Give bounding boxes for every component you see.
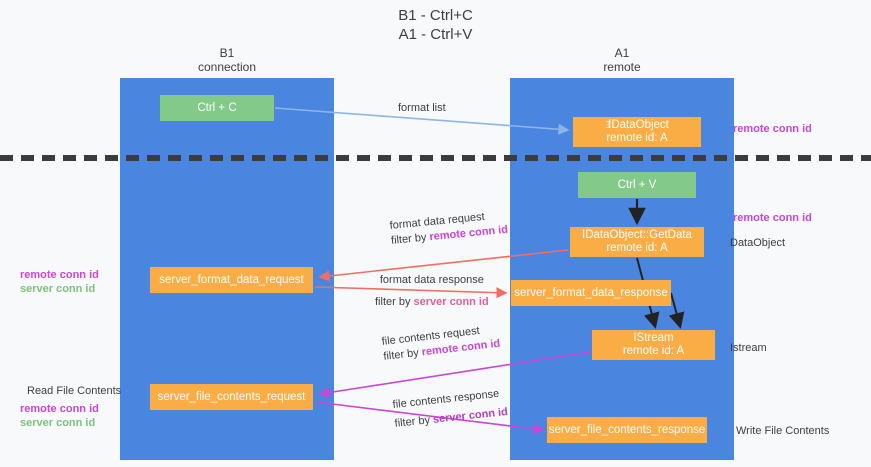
note-left-remote-conn-id-2: remote conn id [20,403,99,415]
node-istream[interactable]: IStream remote id: A [592,330,715,360]
edge-label-format-list: format list [398,101,446,116]
note-left-conn-ids-2: remote conn id server conn id [20,402,99,430]
note-left-server-conn-id: server conn id [20,283,96,295]
note-right-write-file-contents: Write File Contents [736,425,830,437]
title-line-2: A1 - Ctrl+V [398,26,473,43]
note-right-istream: Istream [730,342,767,354]
node-idataobject-title: IDataObject [608,119,669,131]
filter-prefix: filter by [394,413,434,430]
lane-header-a1-subtitle: remote [603,60,641,74]
node-getdata-line1: IDataObject::GetData [582,229,692,241]
node-server-file-contents-request[interactable]: server_file_contents_request [150,384,313,410]
filter-prefix: filter by [390,231,431,247]
lane-header-a1-title: A1 [614,46,630,60]
node-ctrl-v-label: Ctrl + V [617,178,657,191]
node-ctrl-c-label: Ctrl + C [197,101,237,114]
node-server-format-data-request[interactable]: server_format_data_request [150,267,313,293]
edge-label-file-contents-response: file contents response filter by server … [392,386,509,432]
node-server-file-contents-response[interactable]: server_file_contents_response [547,417,707,443]
lane-header-b1: B1 connection [120,46,334,74]
edge-label-format-data-request: format data request filter by remote con… [389,208,509,249]
lane-header-b1-subtitle: connection [197,60,257,74]
node-idataobject-line2: remote id: A [606,132,668,144]
node-server-file-contents-response-label: server_file_contents_response [548,423,706,436]
note-left-read-file-contents: Read File Contents [27,385,122,397]
lane-header-b1-title: B1 [219,46,235,60]
node-server-file-contents-request-label: server_file_contents_request [157,390,306,403]
note-right-dataobject: DataObject [730,237,786,249]
node-server-format-data-response-label: server_format_data_response [514,286,668,299]
note-right-remote-conn-id-top: remote conn id [733,123,812,135]
node-ctrl-c[interactable]: Ctrl + C [160,95,274,121]
node-istream-line1: IStream [633,332,674,344]
note-left-remote-conn-id: remote conn id [20,269,99,281]
node-ctrl-v[interactable]: Ctrl + V [578,172,696,198]
filter-prefix: filter by [375,296,414,308]
lane-header-a1: A1 remote [510,46,734,74]
edge-label-format-data-response-filter: filter by server conn id [375,295,489,310]
phase-separator [0,155,871,161]
node-istream-line2: remote id: A [622,345,685,357]
edge-label-format-list-text: format list [398,102,446,114]
filter-prefix: filter by [382,346,423,363]
node-idataobject-getdata[interactable]: IDataObject::GetData remote id: A [570,227,704,257]
title-line-1: B1 - Ctrl+C [398,7,473,24]
text-caret-artifact-icon: ⌶ [605,120,611,131]
page-title: B1 - Ctrl+C A1 - Ctrl+V [0,6,871,44]
edge-label-format-data-response-text: format data response [379,274,484,286]
node-getdata-line2: remote id: A [606,242,668,254]
filter-key-server-conn-id: server conn id [432,406,509,426]
node-idataobject-line1: ⌶IDataObject [605,119,669,132]
note-left-conn-ids: remote conn id server conn id [20,268,99,296]
node-server-format-data-response[interactable]: server_format_data_response [511,280,671,306]
edge-label-file-contents-request: file contents request filter by remote c… [381,322,501,365]
filter-key-server-conn-id: server conn id [413,296,489,308]
edge-label-format-data-response: format data response filter by server co… [375,273,489,310]
node-idataobject[interactable]: ⌶IDataObject remote id: A [573,117,701,147]
note-right-remote-conn-id-mid: remote conn id [733,212,812,224]
node-server-format-data-request-label: server_format_data_request [159,273,304,286]
note-left-server-conn-id-2: server conn id [20,417,96,429]
